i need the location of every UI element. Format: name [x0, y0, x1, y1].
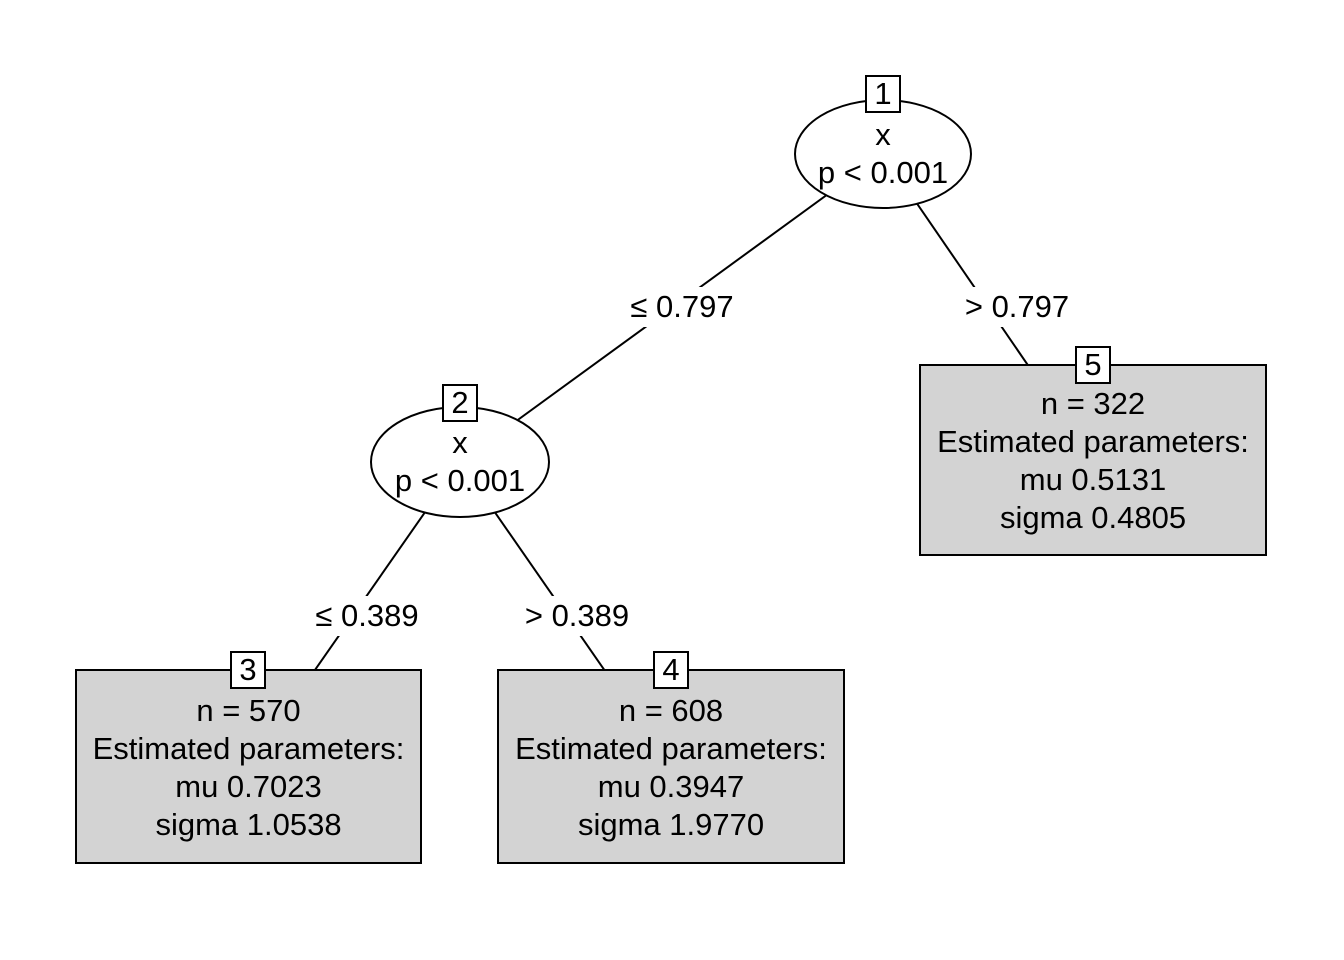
node3-n: n = 570: [196, 692, 301, 728]
node1-stat: p < 0.001: [817, 155, 949, 190]
node1-variable: x: [875, 117, 891, 152]
node2-id: 2: [451, 385, 469, 420]
edge-label-node2-left: ≤ 0.389: [309, 596, 425, 636]
node3-sigma: sigma 1.0538: [155, 806, 342, 842]
node3-mu: mu 0.7023: [175, 768, 322, 804]
node5-n: n = 322: [1040, 386, 1146, 421]
node3-id-box: 3: [230, 651, 266, 689]
node5-id: 5: [1084, 347, 1102, 382]
node1-id-box: 1: [865, 75, 901, 113]
node4-mu: mu 0.3947: [597, 768, 745, 804]
node1-label: x p < 0.001: [763, 116, 1003, 192]
node5-params-header: Estimated parameters:: [937, 424, 1249, 459]
node4-params-header: Estimated parameters:: [515, 730, 827, 766]
node4-id: 4: [662, 652, 680, 687]
node2-label: x p < 0.001: [340, 424, 580, 500]
node5-sigma: sigma 0.4805: [999, 500, 1187, 535]
node2-stat: p < 0.001: [394, 463, 526, 498]
node3-id: 3: [239, 652, 257, 687]
terminal-node-4: n = 608 Estimated parameters: mu 0.3947 …: [497, 669, 845, 864]
node5-id-box: 5: [1075, 346, 1111, 384]
node4-sigma: sigma 1.9770: [577, 806, 765, 842]
node4-id-box: 4: [653, 651, 689, 689]
edge-label-node1-left: ≤ 0.797: [624, 287, 740, 327]
node5-mu: mu 0.5131: [1019, 462, 1167, 497]
edge-label-node2-right: > 0.389: [518, 596, 636, 636]
node1-id: 1: [874, 76, 892, 111]
terminal-node-5: n = 322 Estimated parameters: mu 0.5131 …: [919, 364, 1267, 556]
node4-n: n = 608: [618, 692, 724, 728]
node3-params-header: Estimated parameters:: [92, 730, 405, 766]
node2-variable: x: [452, 425, 468, 460]
node2-id-box: 2: [442, 384, 478, 422]
terminal-node-3: n = 570 Estimated parameters: mu 0.7023 …: [75, 669, 422, 864]
edge-label-node1-right: > 0.797: [958, 287, 1076, 327]
